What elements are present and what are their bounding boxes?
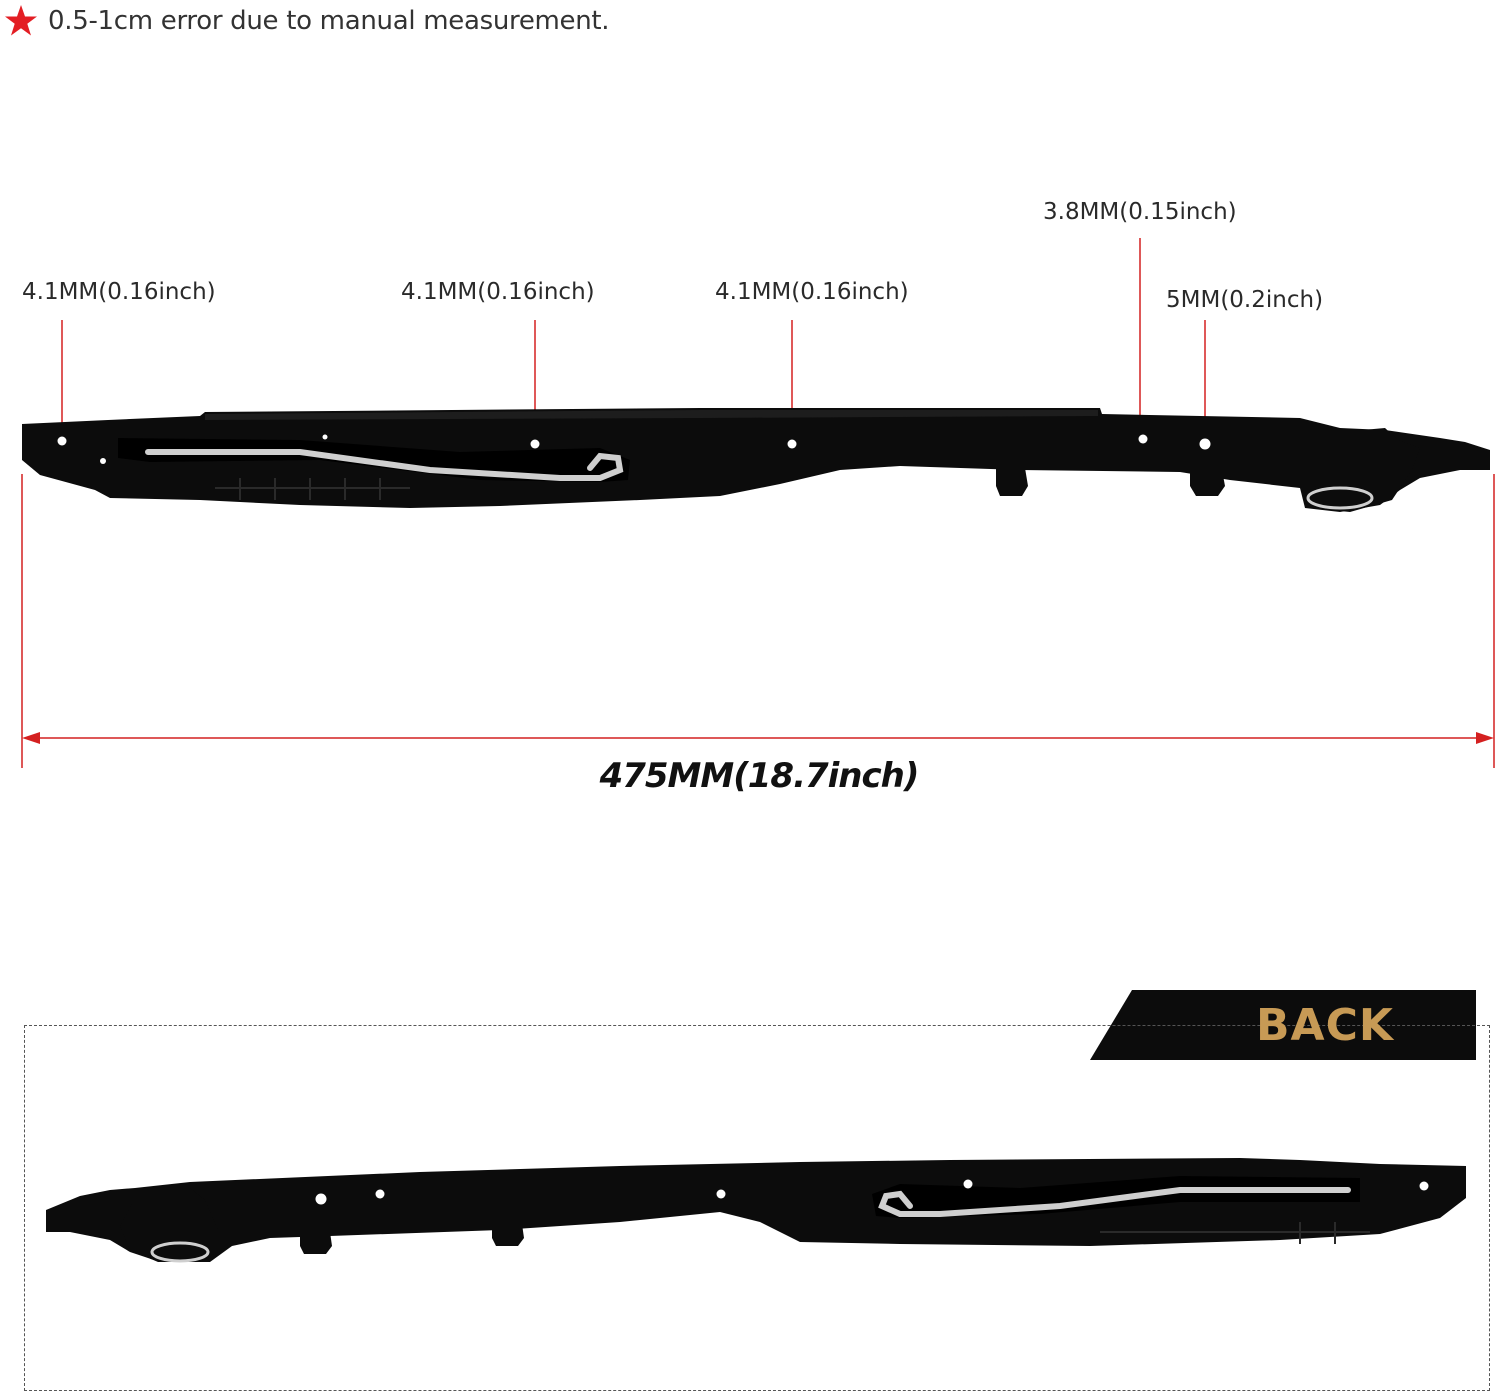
- hole-label-4: 3.8MM(0.15inch): [1043, 199, 1237, 225]
- hole-label-5: 5MM(0.2inch): [1166, 287, 1324, 313]
- star-icon: [5, 5, 37, 36]
- hole-label-1: 4.1MM(0.16inch): [22, 279, 216, 305]
- back-badge-text: BACK: [1256, 1000, 1394, 1051]
- hole-label-2: 4.1MM(0.16inch): [401, 279, 595, 305]
- back-badge: BACK: [1090, 990, 1476, 1060]
- measurement-note: 0.5-1cm error due to manual measurement.: [4, 4, 610, 38]
- overall-dimension-line: [21, 474, 1495, 768]
- note-text: 0.5-1cm error due to manual measurement.: [48, 6, 610, 36]
- overall-length-label: 475MM(18.7inch): [599, 756, 920, 796]
- back-view-part: [46, 1158, 1466, 1263]
- hole-label-3: 4.1MM(0.16inch): [715, 279, 909, 305]
- front-view-part: [22, 408, 1490, 512]
- back-view-frame: [24, 1025, 1490, 1391]
